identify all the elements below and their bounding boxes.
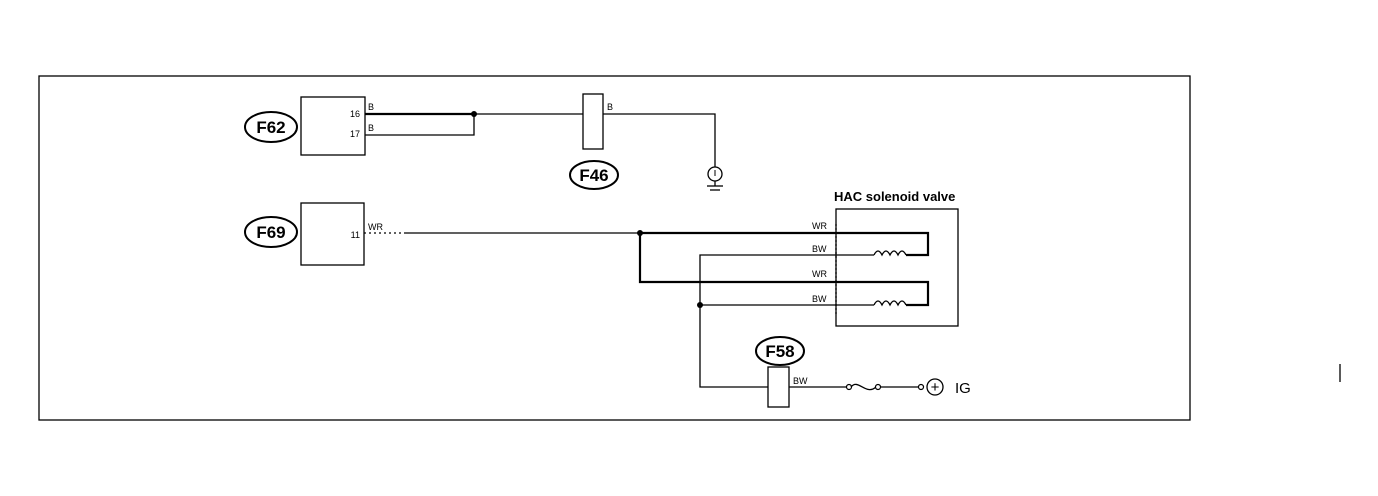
ig-plus-symbol: + bbox=[931, 379, 940, 396]
valve-wr-label-1: WR bbox=[812, 221, 827, 231]
f58-connector-label: F58 bbox=[765, 342, 794, 361]
f69-pin-11: 11 bbox=[351, 230, 360, 240]
f62-connector-badge bbox=[244, 111, 298, 143]
f58-connector-body bbox=[767, 366, 790, 408]
bw-to-f58-wire bbox=[699, 305, 768, 388]
solenoid-coil-2-icon bbox=[873, 300, 907, 307]
f69-connector-badge bbox=[244, 216, 298, 248]
f46-connector-badge bbox=[569, 160, 619, 190]
valve-wr-label-2: WR bbox=[812, 269, 827, 279]
f62-wire-color-bottom: B bbox=[368, 123, 374, 133]
f46-connector-label: F46 bbox=[579, 166, 608, 185]
f62-pin-17: 17 bbox=[350, 129, 360, 139]
f62-unit-box bbox=[300, 96, 366, 156]
f46-connector-body bbox=[582, 93, 604, 150]
solenoid-coil-1-icon bbox=[873, 250, 907, 257]
fuse-icon bbox=[850, 383, 877, 391]
ig-label: IG bbox=[955, 380, 971, 397]
f62-pin17-wire bbox=[365, 114, 475, 136]
f58-connector-badge bbox=[755, 336, 805, 366]
diagram-frame bbox=[38, 75, 1191, 421]
valve2-wr-internal bbox=[838, 280, 930, 307]
valve-bw-label-2: BW bbox=[812, 294, 827, 304]
f46-wire-color: B bbox=[607, 102, 613, 112]
f69-wire-color: WR bbox=[368, 222, 383, 232]
f62-connector-label: F62 bbox=[256, 118, 285, 137]
valve1-wr-internal bbox=[838, 231, 930, 257]
f69-unit-box bbox=[300, 202, 365, 266]
wr-to-valve2-wire bbox=[638, 233, 838, 284]
hac-valve-title: HAC solenoid valve bbox=[834, 189, 955, 204]
f62-wire-color-top: B bbox=[368, 102, 374, 112]
f62-pin-16: 16 bbox=[350, 109, 360, 119]
f58-wire-color: BW bbox=[793, 376, 808, 386]
ground-wire bbox=[603, 113, 716, 168]
ig-plus-icon bbox=[926, 378, 944, 396]
valve1-bw-wire bbox=[699, 254, 838, 305]
hac-valve-housing bbox=[835, 208, 959, 327]
valve-bw-label-1: BW bbox=[812, 244, 827, 254]
f69-connector-label: F69 bbox=[256, 223, 285, 242]
